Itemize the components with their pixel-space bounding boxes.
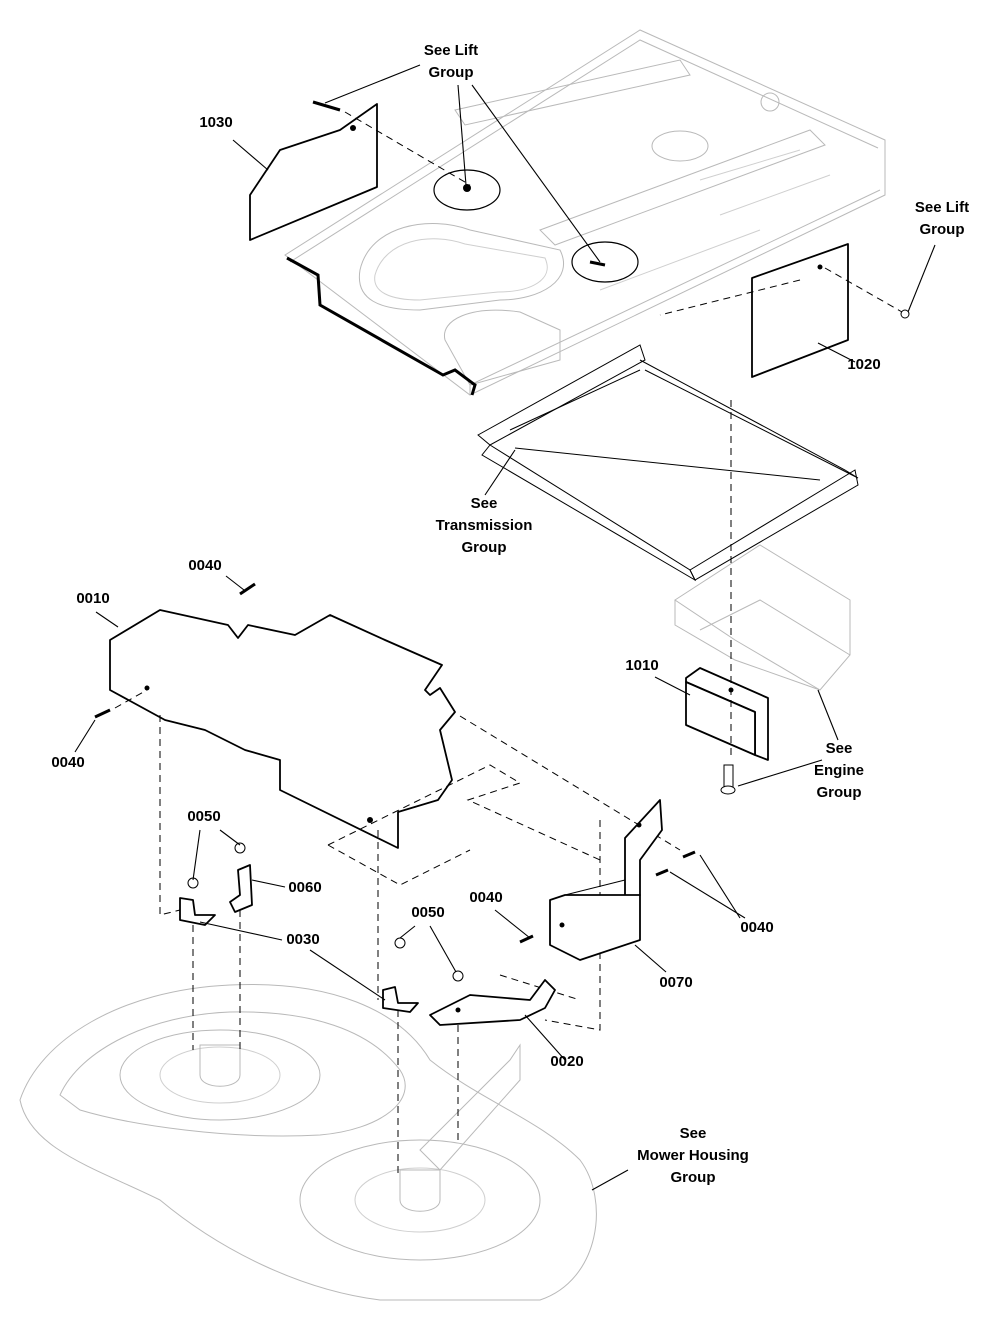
chassis-edge-bold <box>286 256 477 396</box>
callout-lift-group-right: See Lift Group <box>914 199 970 238</box>
callout-part-0030: 0030 <box>286 931 320 948</box>
part-0070-bracket <box>519 799 696 961</box>
transmission-frame <box>477 344 859 582</box>
callout-part-0050-left: 0050 <box>187 808 221 825</box>
engine-bracket <box>674 544 851 691</box>
callout-part-1010: 1010 <box>625 657 659 674</box>
callout-transmission-group: See Transmission Group <box>435 495 533 556</box>
part-0010-deflector <box>94 582 456 849</box>
callout-part-0020: 0020 <box>550 1053 584 1070</box>
callout-part-0040-top: 0040 <box>188 557 222 574</box>
small-brackets <box>179 842 556 1026</box>
callout-part-0040-right: 0040 <box>740 919 774 936</box>
part-1030-plate <box>249 100 471 241</box>
callout-part-0040-left: 0040 <box>51 754 85 771</box>
part-1020-plate <box>659 243 910 378</box>
callout-engine-group: See Engine Group <box>813 740 865 801</box>
callout-part-0010: 0010 <box>76 590 110 607</box>
callout-part-0070: 0070 <box>659 974 693 991</box>
leader-lines <box>74 64 936 1191</box>
callout-part-1030: 1030 <box>199 114 233 131</box>
callout-part-0040-mid: 0040 <box>469 889 503 906</box>
part-1010-bracket <box>685 400 769 795</box>
callout-lift-group-top: See Lift Group <box>423 42 479 81</box>
callout-part-0050-mid: 0050 <box>411 904 445 921</box>
callout-mower-housing-group: See Mower Housing Group <box>637 1125 749 1186</box>
callout-part-1020: 1020 <box>847 356 881 373</box>
lift-discs <box>433 169 639 283</box>
callout-part-0060: 0060 <box>288 879 322 896</box>
mower-housing <box>19 910 597 1301</box>
